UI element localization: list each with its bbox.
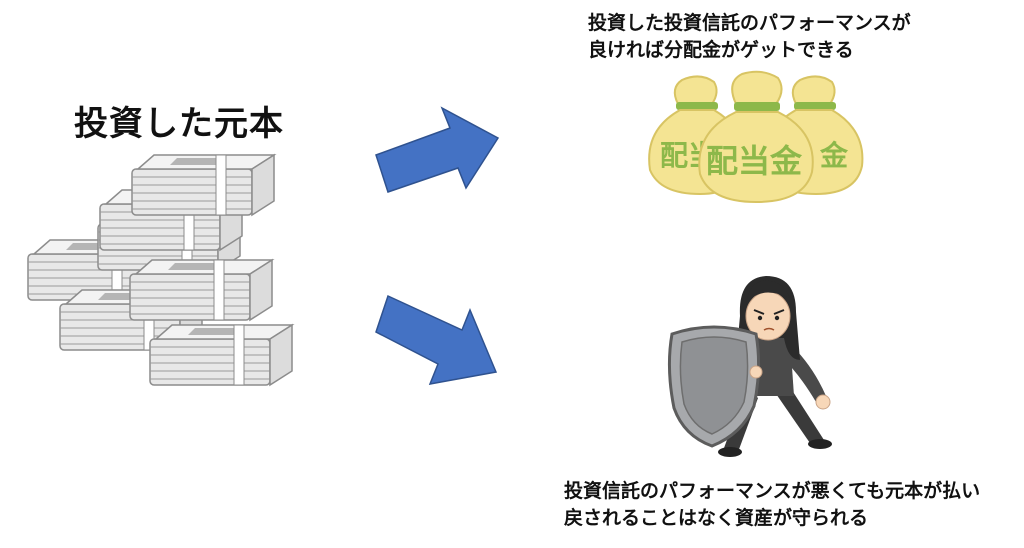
principal-protected-caption-line1: 投資信託のパフォーマンスが悪くても元本が払い — [564, 480, 981, 502]
arrow-down-right-icon — [375, 294, 498, 385]
principal-protected-caption: 投資信託のパフォーマンスが悪くても元本が払い 戻されることはなく資産が守られる — [564, 478, 980, 532]
arrow-up-right-icon — [375, 106, 500, 193]
bag-right-label: 金 — [819, 139, 849, 172]
dividend-caption-line1: 投資した投資信託のパフォーマンスが — [588, 12, 911, 34]
money-bag-front: 配当金 — [698, 70, 814, 204]
shield-person-icon — [667, 276, 832, 457]
principal-protected-caption-line2: 戻されることはなく資産が守られる — [564, 507, 869, 529]
bag-front-label: 配当金 — [706, 142, 803, 180]
dividend-caption-line2: 良ければ分配金がゲットできる — [588, 39, 854, 61]
money-bags-icon: 配当 金 配当金 — [648, 70, 864, 204]
dividend-caption: 投資した投資信託のパフォーマンスが 良ければ分配金がゲットできる — [588, 10, 911, 64]
principal-title: 投資した元本 — [74, 104, 284, 144]
money-stack-icon — [27, 154, 293, 386]
